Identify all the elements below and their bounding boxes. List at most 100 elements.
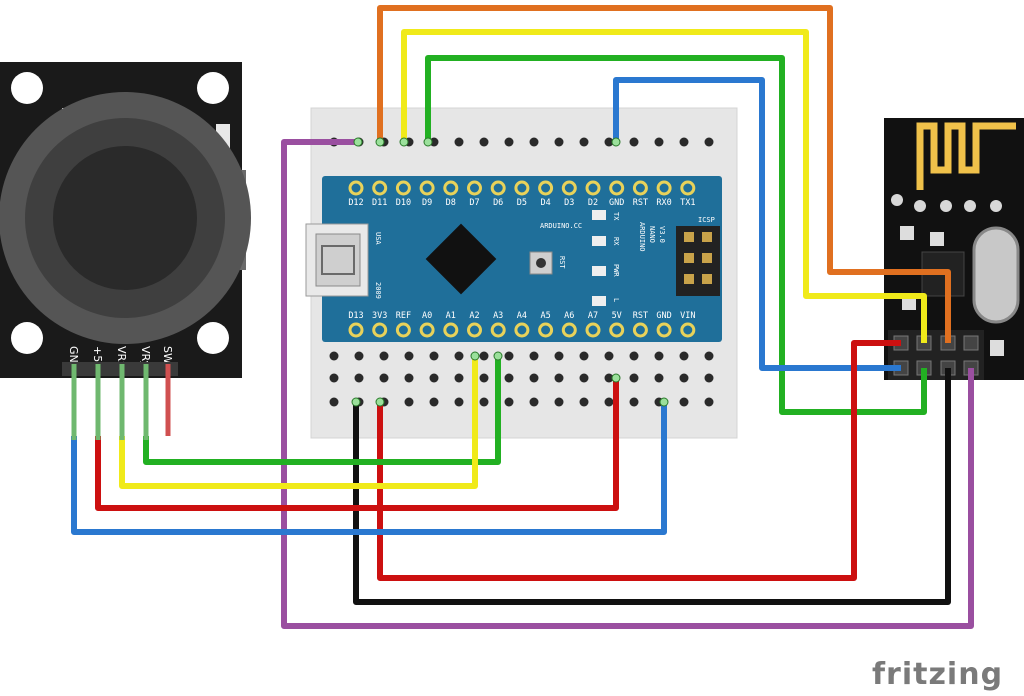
breadboard-hole [329, 373, 339, 383]
nano-bottom-pin-label: A4 [517, 311, 527, 321]
nano-top-pin-label: D6 [493, 198, 503, 208]
nrf-hole [990, 200, 1002, 212]
nano-name-line-2: NANO [648, 226, 656, 243]
nano-bottom-pin [656, 322, 672, 338]
breadboard-hole [504, 397, 514, 407]
breadboard-hole [704, 373, 714, 383]
wire [377, 340, 901, 581]
crystal [972, 226, 1020, 324]
breadboard-hole [504, 351, 514, 361]
led-label-tx: TX [612, 212, 620, 221]
wire-end [423, 137, 433, 147]
nano-top-pin-label: RX0 [656, 198, 671, 208]
wire [95, 378, 619, 511]
nano-bottom-pin [680, 322, 696, 338]
wire-end [399, 137, 409, 147]
icsp-pin [702, 253, 712, 263]
nano-top-pin [372, 180, 388, 196]
wire-end [611, 373, 621, 383]
nano-bottom-pin [585, 322, 601, 338]
led-label-rx: RX [612, 237, 620, 246]
breadboard-hole [429, 373, 439, 383]
usb-label: USA [374, 232, 382, 245]
nano-name-line-1: ARDUINO [638, 222, 646, 252]
wire [401, 29, 927, 343]
wire-end [375, 137, 385, 147]
nano-bottom-pin-label: A7 [588, 311, 598, 321]
nrf24-module [884, 118, 1024, 380]
nano-bottom-pin-label: D13 [348, 311, 363, 321]
arduino-nano: USA 2009 RST ARDUINO.CC TX RX PWR L ARDU… [305, 176, 722, 342]
wires [71, 5, 974, 629]
breadboard-hole [429, 351, 439, 361]
nrf-hole [964, 200, 976, 212]
breadboard-hole [579, 397, 589, 407]
nano-top-pin-label: D10 [396, 198, 411, 208]
mcu-chip [425, 223, 497, 295]
nano-bottom-pin-label: 3V3 [372, 311, 387, 321]
breadboard-hole [654, 137, 664, 147]
mount-hole [197, 322, 229, 354]
nano-bottom-pin [561, 322, 577, 338]
wire [613, 77, 901, 371]
nrf-hole [891, 194, 903, 206]
nano-top-pin [490, 180, 506, 196]
breadboard-hole [529, 137, 539, 147]
arduino-cc-label: ARDUINO.CC [540, 222, 582, 230]
wire-end [351, 397, 361, 407]
nano-top-pin-label: RST [633, 198, 648, 208]
wire [377, 5, 951, 343]
antenna-trace [916, 122, 1016, 190]
breadboard-hole [629, 397, 639, 407]
breadboard-holes [329, 137, 714, 407]
nano-top-pin [656, 180, 672, 196]
joystick-pin-label: SW [161, 346, 174, 364]
breadboard-hole [404, 373, 414, 383]
fritzing-watermark: fritzing [872, 657, 1003, 692]
breadboard-hole [404, 351, 414, 361]
wire [71, 402, 667, 535]
led-tx [592, 210, 606, 220]
wire-end [611, 137, 621, 147]
nano-top-pin [538, 180, 554, 196]
nano-top-pin-label: D11 [372, 198, 387, 208]
nrf-header-pin [963, 335, 979, 351]
nano-top-pin [395, 180, 411, 196]
rst-label: RST [558, 256, 566, 269]
breadboard-hole [554, 373, 564, 383]
breadboard-hole [529, 373, 539, 383]
icsp-pin [684, 274, 694, 284]
breadboard-hole [529, 351, 539, 361]
breadboard-hole [679, 137, 689, 147]
breadboard-hole [479, 373, 489, 383]
nano-top-pin [585, 180, 601, 196]
breadboard-hole [579, 351, 589, 361]
breadboard-hole [579, 137, 589, 147]
icsp-pin [702, 274, 712, 284]
breadboard-hole [604, 373, 614, 383]
breadboard-hole [354, 351, 364, 361]
breadboard-hole [629, 373, 639, 383]
breadboard-hole [329, 351, 339, 361]
wire-end [375, 397, 385, 407]
nano-top-pin-label: TX1 [680, 198, 695, 208]
nano-bottom-pin [419, 322, 435, 338]
breadboard-hole [329, 397, 339, 407]
breadboard-hole [504, 137, 514, 147]
icsp-label: ICSP [698, 216, 715, 224]
wire-end [659, 397, 669, 407]
icsp-pin [702, 232, 712, 242]
nano-top-pin [632, 180, 648, 196]
nano-top-pin-label: D8 [446, 198, 456, 208]
breadboard-hole [704, 137, 714, 147]
nano-top-pin-label: GND [609, 198, 624, 208]
nrf-hole [914, 200, 926, 212]
nano-top-pin-label: D2 [588, 198, 598, 208]
led-rx [592, 236, 606, 246]
led-pwr [592, 266, 606, 276]
breadboard-hole [504, 373, 514, 383]
nano-bottom-pin-label: GND [656, 311, 671, 321]
nano-top-pin-label: D12 [348, 198, 363, 208]
